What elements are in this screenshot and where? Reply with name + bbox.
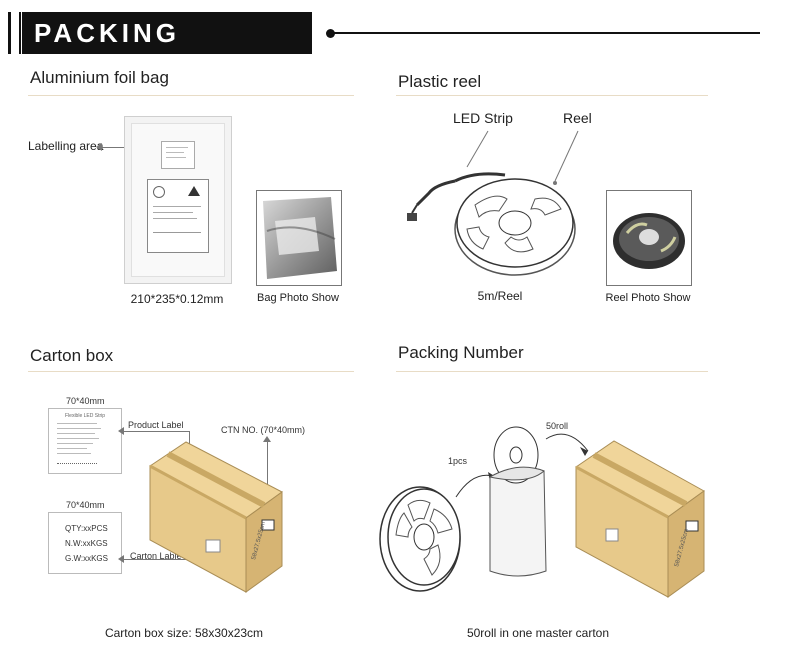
ctn-no-text: CTN NO. (70*40mm) (221, 425, 306, 435)
labelling-area-label: Labelling area (28, 139, 104, 153)
labelling-area-box (161, 141, 195, 169)
packing-number-caption: 50roll in one master carton (466, 626, 610, 640)
reel-label: Reel (563, 110, 592, 126)
carton-label-gw: G.W:xxKGS (65, 554, 108, 563)
one-pcs-label: 1pcs (448, 456, 468, 466)
product-label-size: 70*40mm (66, 396, 105, 406)
packing-number-title: Packing Number (398, 343, 524, 362)
carton-box-drawing: 58x27.5x25cm (149, 441, 283, 593)
reel-photo-image (613, 213, 685, 269)
carton-label-text: Carton Lable (130, 551, 182, 561)
header-dot (326, 29, 335, 38)
bag-print-panel (147, 179, 209, 253)
product-label-card: Flexible LED Strip (48, 408, 122, 474)
carton-box-title: Carton box (30, 346, 114, 365)
bag-photo-image (263, 197, 337, 279)
packing-number-drawing: 58x27.5x25cm (379, 426, 705, 598)
ctn-no-arrowhead-icon (263, 436, 271, 442)
reel-length-caption: 5m/Reel (477, 289, 523, 303)
product-label-arrow (120, 431, 190, 432)
carton-label-card: QTY:xxPCS N.W:xxKGS G.W:xxKGS (48, 512, 122, 574)
page-title: PACKING (22, 12, 312, 54)
carton-box-rule (28, 371, 354, 372)
labelling-arrowhead-icon (96, 143, 102, 151)
product-label-arrowhead-icon (118, 427, 124, 435)
bag-photo-caption: Bag Photo Show (257, 292, 339, 304)
bag-photo (256, 190, 342, 286)
reel-photo (606, 190, 692, 286)
carton-label-arrowhead-icon (118, 555, 124, 563)
foil-bag-rule (28, 95, 354, 96)
carton-label-qty: QTY:xxPCS (65, 524, 108, 533)
plastic-reel-title: Plastic reel (398, 72, 482, 91)
reel-photo-caption: Reel Photo Show (605, 292, 691, 304)
led-strip-label: LED Strip (453, 110, 513, 126)
reel-drawing (407, 130, 579, 276)
plastic-reel-rule (396, 95, 708, 96)
product-label-text: Product Label (128, 420, 184, 430)
carton-label-nw: N.W:xxKGS (65, 539, 108, 548)
ctn-no-leader (267, 440, 268, 522)
carton-label-arrow (120, 559, 212, 560)
packing-number-rule (396, 371, 708, 372)
header-line (334, 32, 760, 34)
carton-size-caption: Carton box size: 58x30x23cm (104, 626, 264, 640)
carton-label-size: 70*40mm (66, 500, 105, 510)
foil-bag-size-caption: 210*235*0.12mm (130, 292, 224, 306)
header-bars (8, 12, 21, 54)
foil-bag-image (124, 116, 232, 284)
foil-bag-title: Aluminium foil bag (30, 68, 169, 87)
fifty-roll-label: 50roll (546, 421, 569, 431)
